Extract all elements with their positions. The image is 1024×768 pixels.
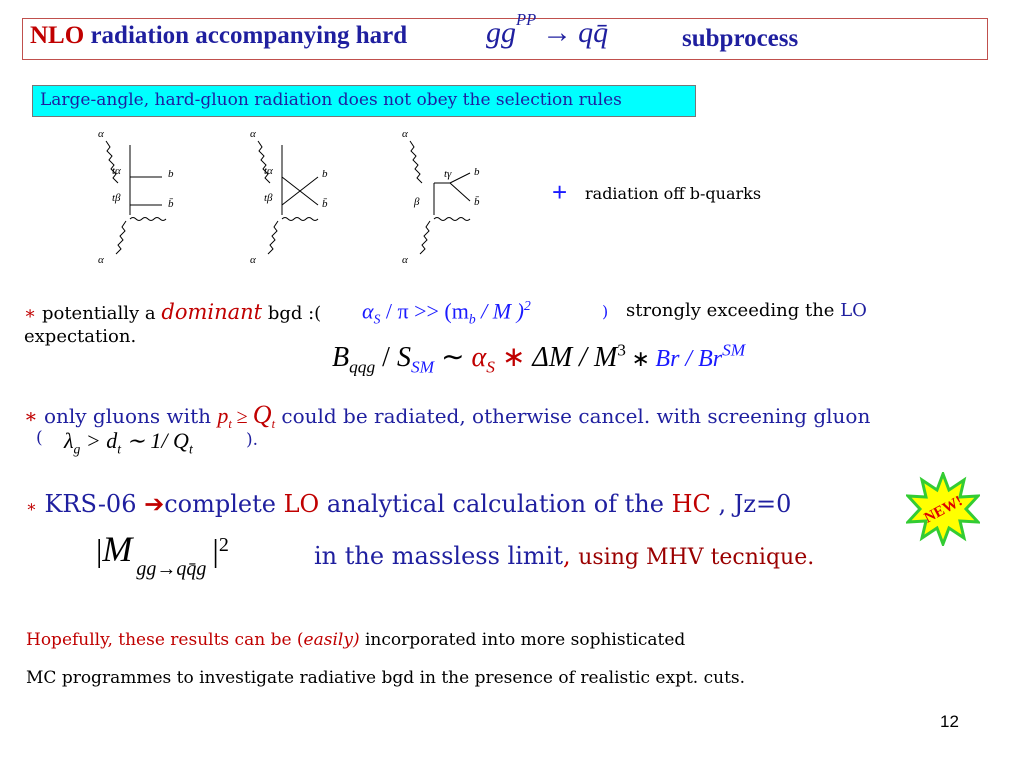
point-1-strongly: strongly exceeding the LO (626, 300, 867, 321)
bullet-star-2: ∗ (24, 404, 38, 428)
diagram-2-bbar: b̄ (322, 198, 328, 210)
diagram-3-beta: β (413, 196, 420, 208)
point-2-close: ). (246, 430, 259, 450)
radiation-off-text: radiation off b-quarks (585, 184, 762, 203)
new-burst-icon: NEW! (906, 472, 980, 546)
point-1-prefix: potentially a (36, 303, 162, 324)
title-pp: PP (516, 10, 537, 29)
diagram-1: α tα tβ b b̄ α (98, 128, 174, 266)
title-subprocess: subprocess (682, 25, 799, 52)
title-nlo: NLO (30, 22, 85, 49)
diagram-2-t-alpha: tα (264, 165, 273, 177)
feynman-diagrams: α tα tβ b b̄ α α tα tβ b b̄ α α tγ b b̄ (98, 128, 480, 266)
point-2-open: ( (36, 428, 43, 448)
diagram-3-bbar: b̄ (474, 196, 480, 208)
diagram-1-b: b (168, 168, 174, 180)
diagram-1-t-alpha: tα (112, 165, 121, 177)
diagram-3-b: b (474, 166, 480, 178)
diagram-2-b: b (322, 168, 328, 180)
point-1-close: ) (602, 302, 609, 321)
title-frame (22, 18, 988, 60)
diagram-1-t-beta: tβ (112, 192, 121, 204)
point-1: ∗ potentially a dominant bgd :( (24, 300, 321, 324)
plus-sign: + (552, 177, 568, 207)
selection-rule-box (32, 85, 696, 117)
title-gg: gg (486, 16, 516, 49)
diagram-3: α tγ b b̄ β α (402, 128, 480, 266)
footer-line-1: Hopefully, these results can be (easily)… (26, 630, 686, 650)
diagram-1-alpha-bottom: α (98, 254, 104, 266)
footer-line-2: MC programmes to investigate radiative b… (26, 668, 746, 688)
title-math: ggPP →qq̄ (486, 10, 609, 50)
diagram-3-t-gamma: tγ (444, 168, 452, 180)
title-arrow: → (542, 16, 573, 49)
point-2: ∗ only gluons with pt ≥ Qt could be radi… (24, 400, 871, 431)
point-1-bgd: bgd :( (262, 303, 322, 324)
title-q: q (578, 16, 594, 49)
point-2-screening-formula: λg > dt ∼ 1/ Qt (64, 428, 193, 457)
diagram-2-alpha-top: α (250, 128, 256, 140)
selection-rule-text: Large-angle, hard-gluon radiation does n… (40, 90, 622, 110)
diagram-2: α tα tβ b b̄ α (250, 128, 328, 266)
bullet-star-1: ∗ (24, 303, 37, 324)
diagram-2-alpha-bottom: α (250, 254, 256, 266)
diagram-3-alpha-top: α (402, 128, 408, 140)
title-qbar: q̄ (593, 16, 609, 49)
point-1-dominant: dominant (161, 300, 263, 324)
diagram-3-alpha-bottom: α (402, 254, 408, 266)
formula-branching-ratio: Bqqg / SSM ∼ αS ∗ ΔM / M3 ∗ Br / BrSM (332, 340, 746, 377)
point-3: ∗ KRS-06 ➔complete LO analytical calcula… (26, 490, 792, 518)
diagram-1-alpha-top: α (98, 128, 104, 140)
title-text: radiation accompanying hard (84, 22, 408, 49)
slide-title: NLO radiation accompanying hard (30, 22, 407, 50)
bullet-star-3: ∗ (26, 497, 37, 516)
massless-limit-text: in the massless limit, using MHV tecniqu… (314, 542, 815, 570)
diagram-2-t-beta: tβ (264, 192, 273, 204)
page-number: 12 (940, 712, 959, 731)
point-1-expectation: expectation. (24, 326, 137, 347)
diagram-1-bbar: b̄ (168, 198, 174, 210)
point-1-ratio-formula: αS / π >> (mb / M )2 (362, 298, 531, 327)
